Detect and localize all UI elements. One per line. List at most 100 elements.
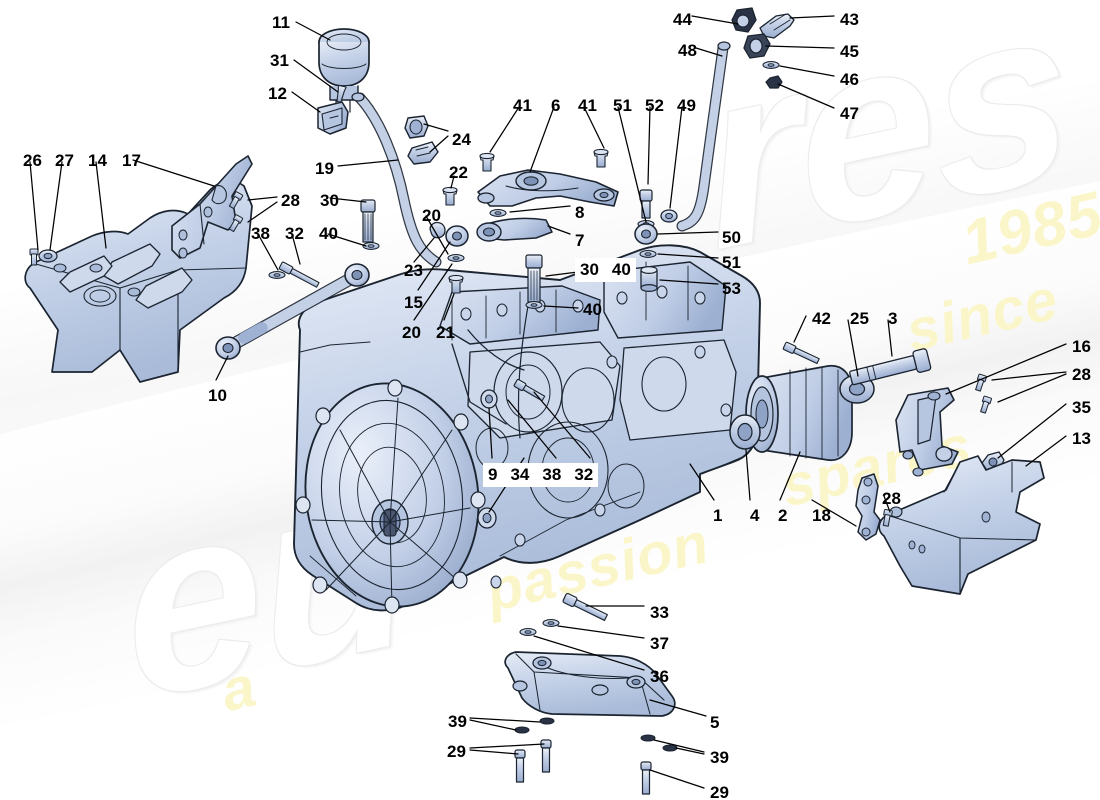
callout-17[interactable]: 17 bbox=[122, 151, 141, 170]
bolt-33 bbox=[562, 592, 608, 622]
callout-28b[interactable]: 28 bbox=[1072, 365, 1091, 384]
callout-33[interactable]: 33 bbox=[650, 603, 669, 622]
callout-50[interactable]: 50 bbox=[722, 228, 741, 247]
callout-36[interactable]: 36 bbox=[650, 667, 669, 686]
washer-38 bbox=[268, 271, 286, 279]
callout-32a[interactable]: 32 bbox=[285, 224, 304, 243]
callout-4[interactable]: 4 bbox=[750, 506, 760, 525]
callout-30a[interactable]: 30 bbox=[320, 191, 339, 210]
callout-48[interactable]: 48 bbox=[678, 41, 697, 60]
callout-group-item[interactable]: 30 bbox=[580, 260, 599, 279]
callout-12[interactable]: 12 bbox=[268, 84, 287, 103]
washer-39-c bbox=[640, 734, 656, 742]
callout-26[interactable]: 26 bbox=[23, 151, 42, 170]
washer-51-b bbox=[639, 250, 657, 258]
callout-2[interactable]: 2 bbox=[778, 506, 788, 525]
callout-42[interactable]: 42 bbox=[812, 309, 831, 328]
callout-group-item[interactable]: 32 bbox=[574, 465, 594, 484]
callout-41b[interactable]: 41 bbox=[578, 96, 597, 115]
callout-40b[interactable]: 40 bbox=[583, 300, 602, 319]
callout-16[interactable]: 16 bbox=[1072, 337, 1091, 356]
bolt-52 bbox=[639, 189, 653, 219]
callout-53[interactable]: 53 bbox=[722, 279, 741, 298]
washer-46 bbox=[762, 61, 780, 69]
seal-ring-4 bbox=[729, 414, 761, 450]
lever-end-44 bbox=[731, 7, 757, 33]
bolt-28-right-a bbox=[973, 373, 988, 393]
washer-39-d bbox=[662, 744, 678, 752]
group-30-40[interactable]: 30 40 bbox=[575, 258, 636, 282]
callout-18[interactable]: 18 bbox=[812, 506, 831, 525]
callout-43[interactable]: 43 bbox=[840, 10, 859, 29]
callout-27[interactable]: 27 bbox=[55, 151, 74, 170]
lower-guard-shield-13 bbox=[878, 455, 1045, 595]
callout-31[interactable]: 31 bbox=[270, 51, 289, 70]
callout-38a[interactable]: 38 bbox=[251, 224, 270, 243]
callout-35[interactable]: 35 bbox=[1072, 398, 1091, 417]
callout-7[interactable]: 7 bbox=[575, 231, 585, 250]
callout-49[interactable]: 49 bbox=[677, 96, 696, 115]
callout-51a[interactable]: 51 bbox=[613, 96, 632, 115]
callout-10[interactable]: 10 bbox=[208, 386, 227, 405]
connector-fitting-43 bbox=[759, 13, 795, 39]
callout-41a[interactable]: 41 bbox=[513, 96, 532, 115]
callout-21[interactable]: 21 bbox=[436, 323, 455, 342]
bolt-30-center bbox=[525, 254, 543, 303]
callout-20a[interactable]: 20 bbox=[422, 206, 441, 225]
callout-25[interactable]: 25 bbox=[850, 309, 869, 328]
ball-joint-50 bbox=[634, 223, 658, 245]
callout-group-item[interactable]: 34 bbox=[510, 465, 530, 484]
callout-40a[interactable]: 40 bbox=[319, 224, 338, 243]
callout-11[interactable]: 11 bbox=[272, 13, 290, 32]
rubber-bush-41-b bbox=[593, 148, 609, 168]
bolt-30-left bbox=[360, 199, 376, 243]
callout-45[interactable]: 45 bbox=[840, 42, 859, 61]
upper-mounting-bracket-6 bbox=[477, 169, 619, 207]
callout-52[interactable]: 52 bbox=[645, 96, 664, 115]
callout-28a[interactable]: 28 bbox=[281, 191, 300, 210]
callout-46[interactable]: 46 bbox=[840, 70, 859, 89]
callout-44[interactable]: 44 bbox=[673, 10, 692, 29]
washer-39-a bbox=[539, 717, 555, 725]
washer-20-a bbox=[447, 254, 465, 262]
callout-39a[interactable]: 39 bbox=[448, 712, 467, 731]
callout-13[interactable]: 13 bbox=[1072, 429, 1091, 448]
bolt-32 bbox=[278, 261, 320, 288]
callout-23[interactable]: 23 bbox=[404, 261, 423, 280]
callout-19[interactable]: 19 bbox=[315, 159, 334, 178]
callout-5[interactable]: 5 bbox=[710, 713, 720, 732]
callout-22[interactable]: 22 bbox=[449, 163, 468, 182]
bolt-29-b bbox=[514, 749, 526, 783]
callout-group-item[interactable]: 9 bbox=[488, 465, 498, 484]
callout-group-item[interactable]: 38 bbox=[542, 465, 562, 484]
actuator-rod-48 bbox=[676, 41, 731, 232]
callout-29a[interactable]: 29 bbox=[447, 742, 466, 761]
rubber-bush-41-a bbox=[479, 152, 495, 172]
support-bracket-16 bbox=[895, 387, 959, 477]
callout-20b[interactable]: 20 bbox=[402, 323, 421, 342]
tie-rod-link-7 bbox=[476, 217, 553, 242]
bush-49 bbox=[660, 209, 678, 223]
callout-6[interactable]: 6 bbox=[551, 96, 561, 115]
callout-39b[interactable]: 39 bbox=[710, 748, 729, 767]
fluid-hose-19 bbox=[351, 92, 442, 268]
callout-47[interactable]: 47 bbox=[840, 104, 859, 123]
callout-28c[interactable]: 28 bbox=[882, 489, 901, 508]
rear-support-crossmember-5 bbox=[504, 651, 676, 717]
reservoir-bracket-12 bbox=[317, 101, 349, 135]
callout-15[interactable]: 15 bbox=[404, 293, 423, 312]
callout-3[interactable]: 3 bbox=[888, 309, 898, 328]
callout-group-item[interactable]: 40 bbox=[611, 260, 631, 279]
callout-29b[interactable]: 29 bbox=[710, 783, 729, 800]
callout-24[interactable]: 24 bbox=[452, 130, 471, 149]
group-9-34-38-32[interactable]: 9 34 38 32 bbox=[483, 463, 599, 487]
hose-clamp-24-b bbox=[407, 141, 439, 165]
callout-8[interactable]: 8 bbox=[575, 203, 585, 222]
callout-51b[interactable]: 51 bbox=[722, 253, 741, 272]
callout-14[interactable]: 14 bbox=[88, 151, 107, 170]
bolt-29-c bbox=[640, 761, 652, 795]
callout-1[interactable]: 1 bbox=[713, 506, 723, 525]
reaction-strut-10 bbox=[215, 263, 370, 360]
callout-37[interactable]: 37 bbox=[650, 634, 669, 653]
